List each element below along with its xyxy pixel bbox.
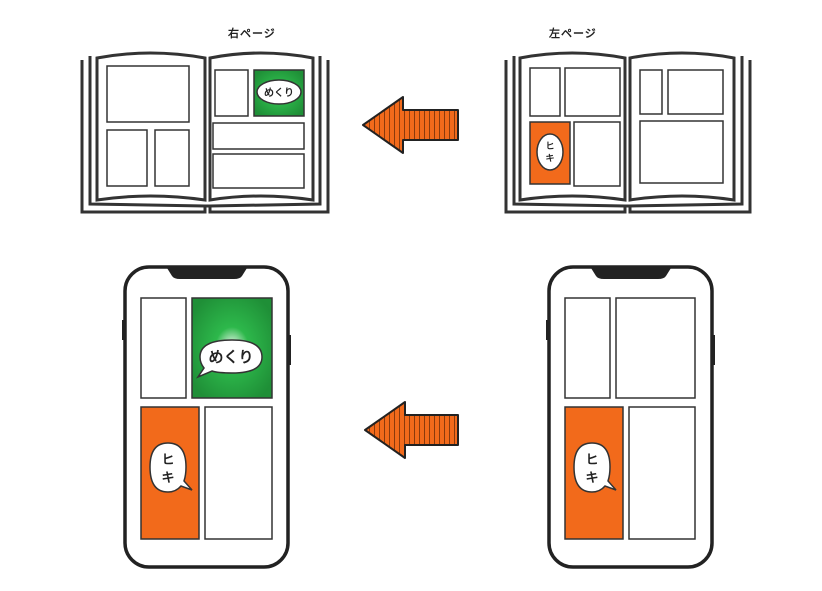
hiki-text-phone-1: ヒ — [585, 453, 598, 468]
mekuri-text-large: めくり — [208, 348, 253, 366]
hiki-text-large-2: キ — [161, 471, 174, 486]
book-right-page — [80, 51, 330, 214]
arrow-left-icon — [362, 96, 459, 154]
hiki-text-small-2: キ — [545, 153, 554, 164]
phone-before — [546, 265, 715, 569]
phone-after — [122, 265, 291, 569]
left-page-label: 左ページ — [549, 27, 597, 40]
right-page-label: 右ページ — [228, 27, 276, 40]
book-left-page — [504, 51, 752, 214]
hiki-text-phone-2: キ — [585, 471, 598, 486]
hiki-text-large-1: ヒ — [161, 453, 174, 468]
arrow-left-icon — [364, 401, 459, 459]
mekuri-text-small: めくり — [264, 87, 294, 99]
hiki-text-small-1: ヒ — [545, 141, 554, 152]
